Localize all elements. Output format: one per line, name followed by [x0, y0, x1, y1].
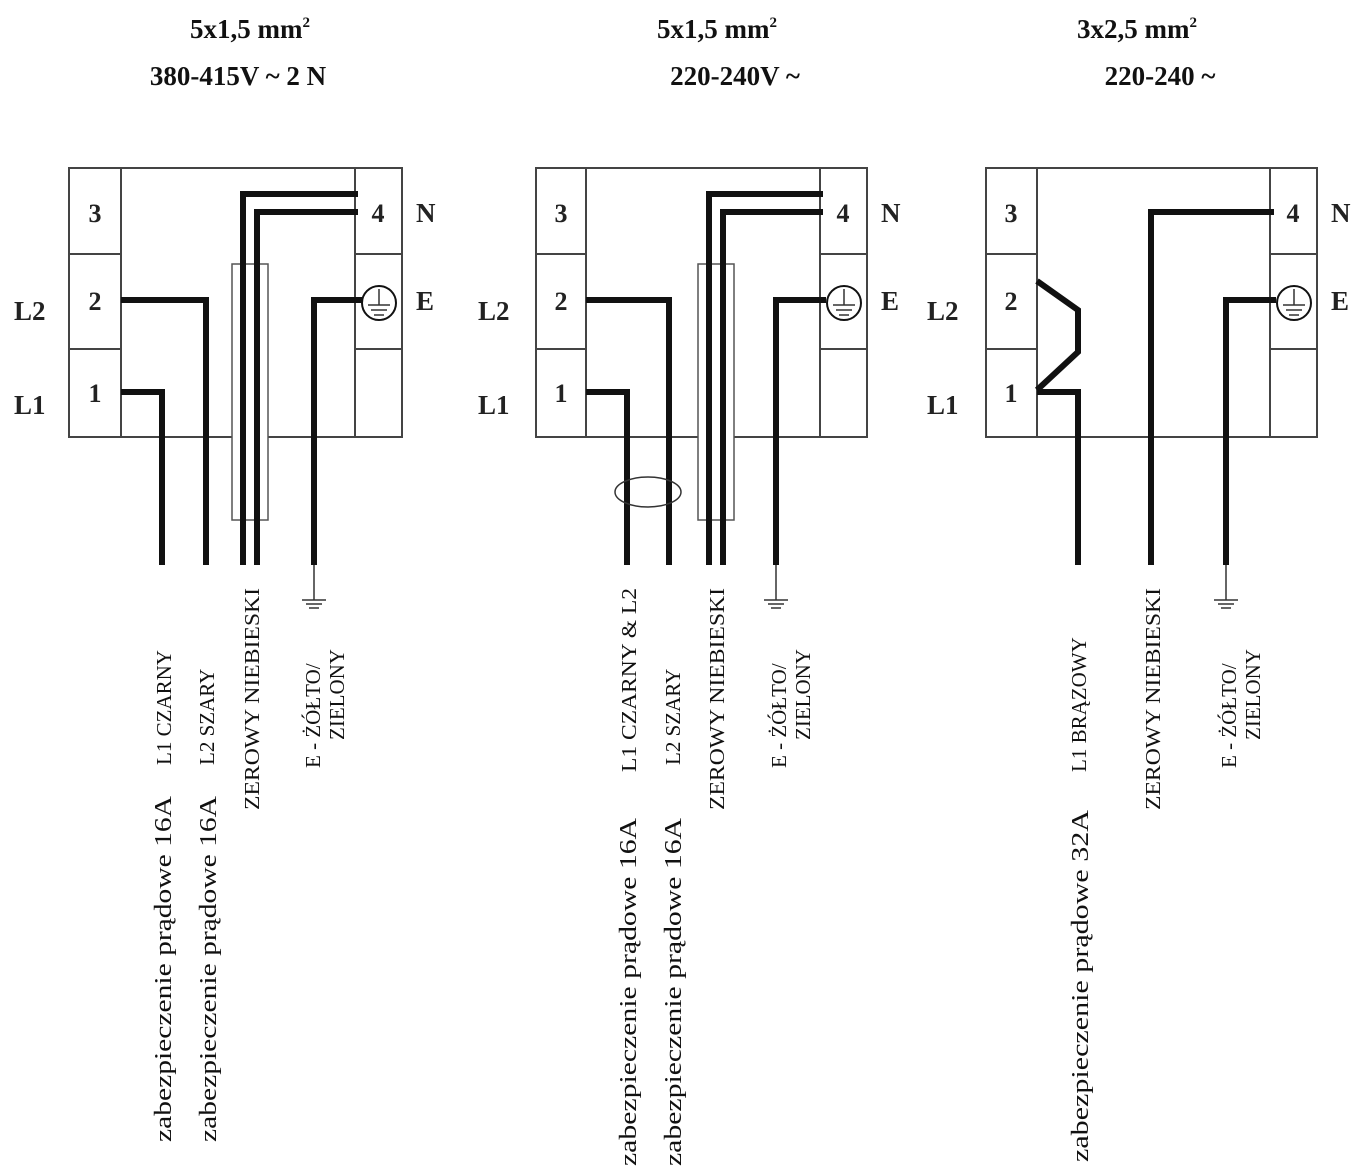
panel-1-label-earth-line2: ZIELONY	[325, 649, 349, 740]
panel-3-label-earth-line1: E - ŻÓŁTO/	[1217, 663, 1241, 768]
panel-1-label-l1: L1	[14, 390, 46, 420]
panel-3-terminal-4: 4	[1287, 199, 1300, 228]
panel-2-label-neutral-blue: ZEROWY NIEBIESKI	[705, 588, 729, 810]
panel-2-terminal-1: 1	[555, 379, 568, 408]
panel-2-wire-neutral-a	[706, 191, 823, 565]
panel-1-terminal-2: 2	[89, 287, 102, 316]
panel-3-label-earth-line2: ZIELONY	[1241, 649, 1265, 740]
panel-1-fuse-l1: zabezpieczenie prądowe 16A	[151, 795, 177, 1142]
panel-2-cable-spec: 5x1,5 mm2	[657, 14, 777, 44]
panel-1-wire-neutral-b	[254, 209, 358, 565]
panel-2-fuse-l1: zabezpieczenie prądowe 16A	[616, 817, 642, 1166]
panel-3-wire-neutral	[1148, 209, 1274, 565]
panel-1-label-n: N	[416, 198, 436, 228]
panel-1-cable-spec: 5x1,5 mm2	[190, 14, 310, 44]
panel-1-voltage: 380-415V ~ 2 N	[150, 61, 327, 91]
panel-3-ground-symbol	[1214, 565, 1238, 609]
panel-1-wire-l1	[121, 389, 165, 565]
panel-3-cable-spec: 3x2,5 mm2	[1077, 14, 1197, 44]
panel-2-label-l2-grey: L2 SZARY	[661, 669, 685, 765]
panel-2-terminal-4: 4	[837, 199, 850, 228]
panel-1-label-e: E	[416, 286, 434, 316]
panel-1-label-earth-line1: E - ŻÓŁTO/	[301, 663, 325, 768]
panel-2-label-earth-line2: ZIELONY	[791, 649, 815, 740]
panel-1-earth-terminal-icon	[361, 285, 397, 321]
panel-2-wire-earth	[773, 297, 826, 565]
panel-1-label-l1-black: L1 CZARNY	[152, 650, 176, 765]
panel-3-earth-terminal-icon	[1276, 285, 1312, 321]
panel-1: 5x1,5 mm2 380-415V ~ 2 N 3 2 1 4 L2 L1 N…	[14, 14, 436, 1142]
panel-2-earth-terminal-icon	[826, 285, 862, 321]
panel-1-terminal-4: 4	[372, 199, 385, 228]
panel-2-bridge-loop	[614, 476, 682, 508]
panel-2-label-l2: L2	[478, 296, 510, 326]
panel-1-label-neutral-blue: ZEROWY NIEBIESKI	[240, 588, 264, 810]
panel-2-wire-l2	[586, 297, 672, 565]
panel-3-terminal-1: 1	[1005, 379, 1018, 408]
panel-2-wire-l1	[586, 389, 630, 565]
panel-3-wire-l1	[1037, 389, 1081, 565]
panel-3-label-n: N	[1331, 198, 1351, 228]
panel-2-label-earth-line1: E - ŻÓŁTO/	[767, 663, 791, 768]
panel-2-fuse-l2: zabezpieczenie prądowe 16A	[661, 817, 687, 1166]
panel-2-label-e: E	[881, 286, 899, 316]
panel-2-label-l1: L1	[478, 390, 510, 420]
panel-3-bridge-l1-l2	[1034, 278, 1081, 393]
panel-3-voltage: 220-240 ~	[1105, 61, 1216, 91]
panel-3-terminal-3: 3	[1005, 199, 1018, 228]
panel-2-cable-sheath	[697, 263, 735, 521]
panel-2-voltage: 220-240V ~	[670, 61, 800, 91]
panel-3-label-e: E	[1331, 286, 1349, 316]
panel-2-label-l1-black-and-l2: L1 CZARNY & L2	[617, 588, 641, 772]
panel-3-label-neutral-blue: ZEROWY NIEBIESKI	[1141, 588, 1165, 810]
panel-1-fuse-l2: zabezpieczenie prądowe 16A	[196, 795, 222, 1142]
panel-2-label-n: N	[881, 198, 901, 228]
panel-1-terminal-3: 3	[89, 199, 102, 228]
panel-1-cable-sheath	[231, 263, 269, 521]
panel-3-fuse-l1: zabezpieczenie prądowe 32A	[1068, 809, 1094, 1162]
panel-3-terminal-2: 2	[1005, 287, 1018, 316]
panel-2-terminal-2: 2	[555, 287, 568, 316]
panel-1-label-l2: L2	[14, 296, 46, 326]
panel-3-label-l1-brown: L1 BRĄZOWY	[1067, 637, 1091, 772]
panel-2-terminal-3: 3	[555, 199, 568, 228]
panel-3-label-l1: L1	[927, 390, 959, 420]
panel-3-label-l2: L2	[927, 296, 959, 326]
panel-1-ground-symbol	[302, 565, 326, 609]
panel-2: 5x1,5 mm2 220-240V ~ 3 2 1 4 L2 L1 N E	[478, 14, 901, 1166]
panel-3-wire-earth	[1223, 297, 1276, 565]
panel-3: 3x2,5 mm2 220-240 ~ 3 2 1 4 L2 L1 N E	[927, 14, 1351, 1162]
panel-1-wire-l2	[121, 297, 209, 565]
panel-1-terminal-1: 1	[89, 379, 102, 408]
panel-2-wire-neutral-b	[720, 209, 823, 565]
panel-2-ground-symbol	[764, 565, 788, 609]
panel-1-wire-neutral-a	[240, 191, 358, 565]
panel-1-wire-earth	[311, 297, 362, 565]
panel-1-label-l2-grey: L2 SZARY	[195, 669, 219, 765]
